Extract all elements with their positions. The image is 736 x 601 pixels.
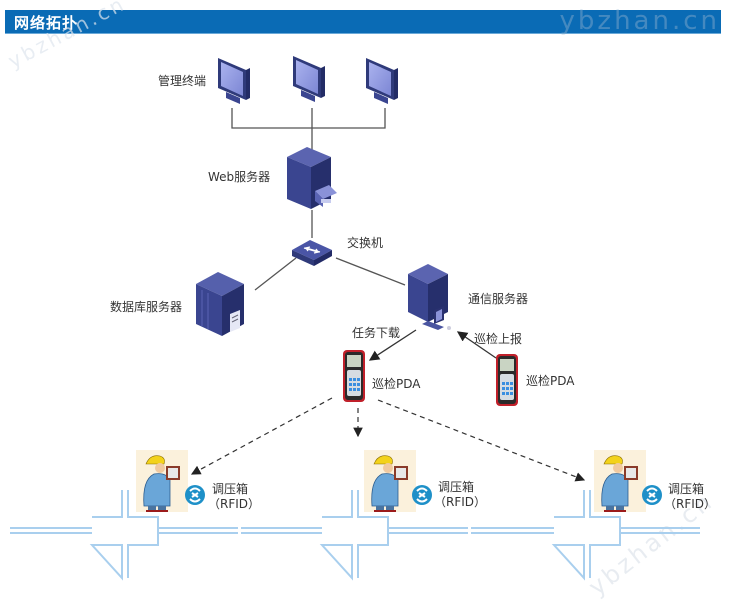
station-sublabel: （RFID） bbox=[434, 495, 487, 509]
web-server-icon bbox=[287, 147, 337, 209]
dashed-link-station-3 bbox=[377, 399, 586, 482]
link-switch-db bbox=[254, 257, 297, 291]
label-pda-left: 巡检PDA bbox=[372, 377, 421, 391]
arrow-task-download bbox=[368, 329, 417, 361]
rfid-tag-icon bbox=[185, 485, 205, 505]
arrow-inspection-upload bbox=[456, 331, 497, 359]
pipeline-network bbox=[10, 490, 700, 581]
station-label: 调压箱 bbox=[438, 480, 475, 494]
comm-server-icon bbox=[408, 264, 451, 330]
label-management-terminals: 管理终端 bbox=[158, 74, 207, 88]
dashed-link-station-1 bbox=[190, 397, 333, 475]
terminal-bus bbox=[231, 108, 386, 150]
rfid-tag-icon bbox=[642, 485, 662, 505]
label-task-download: 任务下载 bbox=[352, 326, 401, 340]
station-sublabel: （RFID） bbox=[664, 497, 717, 511]
monitor-icon bbox=[366, 58, 398, 104]
inspector-worker-icon bbox=[364, 450, 416, 512]
monitor-icon bbox=[218, 58, 250, 104]
link-switch-comm bbox=[335, 257, 406, 286]
label-inspection-upload: 巡检上报 bbox=[474, 332, 523, 346]
section-title: 网络拓扑 bbox=[14, 14, 79, 32]
handheld-pda-icon bbox=[496, 354, 518, 406]
handheld-pda-icon bbox=[343, 350, 365, 402]
label-comm-server: 通信服务器 bbox=[468, 292, 529, 306]
section-header: 网络拓扑 bbox=[5, 10, 721, 34]
station-label: 调压箱 bbox=[668, 482, 705, 496]
inspector-worker-icon bbox=[594, 450, 646, 512]
label-switch: 交换机 bbox=[347, 236, 384, 250]
station-sublabel: （RFID） bbox=[208, 497, 261, 511]
label-web-server: Web服务器 bbox=[208, 170, 271, 184]
label-db-server: 数据库服务器 bbox=[110, 300, 183, 314]
network-switch-icon bbox=[292, 240, 332, 266]
inspector-worker-icon bbox=[136, 450, 188, 512]
monitor-icon bbox=[293, 56, 325, 102]
database-server-icon bbox=[196, 272, 244, 336]
label-pda-right: 巡检PDA bbox=[526, 374, 575, 388]
rfid-tag-icon bbox=[412, 485, 432, 505]
station-label: 调压箱 bbox=[212, 482, 249, 496]
watermark: ybzhan.cn bbox=[559, 6, 720, 36]
